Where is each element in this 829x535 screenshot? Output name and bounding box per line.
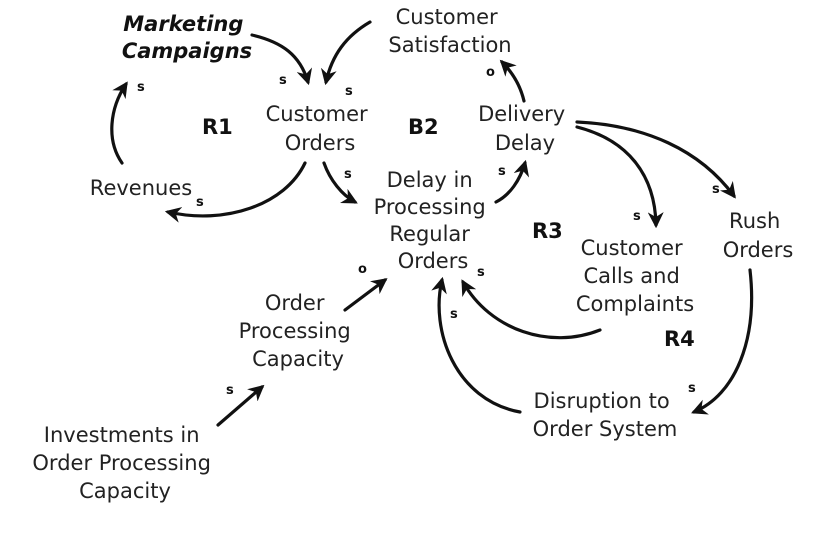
node-order-processing-capacity: Order Processing Capacity: [239, 291, 358, 371]
polarity-rush-to-disruption: s: [688, 381, 696, 396]
loop-label-r4: R4: [664, 327, 695, 351]
polarity-capacity-to-delay-processing: o: [358, 262, 367, 277]
link-satisfaction-to-orders: [320, 20, 372, 86]
polarity-delivery-delay-to-rush: s: [712, 182, 720, 197]
link-orders-to-delay-processing: [322, 161, 358, 204]
node-delay-processing-line-3: Regular: [389, 222, 470, 246]
node-delay-processing-regular-orders: Delay in Processing Regular Orders: [374, 168, 493, 273]
node-disruption-line-1: Disruption to: [534, 389, 670, 413]
polarity-marketing-to-orders: s: [279, 73, 287, 88]
polarity-delay-processing-to-delivery-delay: s: [498, 164, 506, 179]
link-delivery-delay-to-satisfaction: [499, 59, 526, 103]
polarity-calls-to-delay-processing: s: [477, 265, 485, 280]
link-delay-processing-to-delivery-delay: [494, 159, 530, 204]
node-rush-orders: Rush Orders: [723, 209, 794, 262]
node-customer-orders: Customer Orders: [266, 102, 375, 155]
node-customer-satisfaction-line-2: Satisfaction: [388, 33, 511, 57]
node-order-processing-capacity-line-1: Order: [265, 291, 325, 315]
polarity-investments-to-capacity: s: [226, 383, 234, 398]
node-marketing-campaigns: Marketing Campaigns: [122, 12, 252, 63]
loop-label-r3: R3: [532, 219, 563, 243]
node-investments-line-3: Capacity: [79, 479, 171, 503]
node-order-processing-capacity-line-2: Processing: [239, 319, 351, 343]
node-order-processing-capacity-line-3: Capacity: [252, 347, 344, 371]
node-customer-orders-line-1: Customer: [266, 102, 368, 126]
node-delay-processing-line-4: Orders: [398, 249, 469, 273]
link-orders-to-revenues: [164, 161, 307, 223]
node-marketing-campaigns-line-1: Marketing: [123, 12, 243, 36]
link-delivery-delay-to-rush: [575, 120, 736, 199]
node-marketing-campaigns-line-2: Campaigns: [122, 39, 252, 63]
polarity-delivery-delay-to-satisfaction: o: [486, 65, 495, 80]
link-revenues-to-marketing: [110, 81, 128, 165]
link-marketing-to-orders: [250, 33, 313, 86]
polarity-revenues-to-marketing: s: [137, 80, 145, 95]
node-customer-calls-complaints: Customer Calls and Complaints: [576, 236, 694, 316]
link-capacity-to-delay-processing: [343, 278, 388, 312]
node-investments-line-1: Investments in: [44, 423, 200, 447]
loop-label-b2: B2: [408, 115, 439, 139]
link-delivery-delay-to-calls: [575, 125, 664, 229]
node-customer-orders-line-2: Orders: [285, 131, 356, 155]
link-calls-to-delay-processing: [461, 279, 602, 340]
node-investments-line-2: Order Processing: [32, 451, 211, 475]
node-rush-orders-line-1: Rush: [729, 209, 780, 233]
node-investments-order-processing: Investments in Order Processing Capacity: [32, 423, 217, 503]
polarity-orders-to-revenues: s: [196, 195, 204, 210]
polarity-delivery-delay-to-calls: s: [633, 209, 641, 224]
link-rush-to-disruption: [691, 268, 754, 415]
node-disruption-line-2: Order System: [533, 417, 678, 441]
node-delivery-delay: Delivery Delay: [478, 102, 572, 155]
link-disruption-to-delay-processing: [431, 276, 522, 414]
node-customer-calls-line-1: Customer: [581, 236, 683, 260]
node-delivery-delay-line-1: Delivery: [478, 102, 565, 126]
node-delay-processing-line-2: Processing: [374, 195, 486, 219]
node-customer-calls-line-2: Calls and: [583, 264, 679, 288]
node-customer-satisfaction: Customer Satisfaction: [388, 5, 511, 57]
node-delivery-delay-line-2: Delay: [495, 131, 555, 155]
node-rush-orders-line-2: Orders: [723, 238, 794, 262]
node-customer-satisfaction-line-1: Customer: [396, 5, 498, 29]
node-revenues: Revenues: [90, 176, 192, 200]
node-delay-processing-line-1: Delay in: [387, 168, 473, 192]
node-customer-calls-line-3: Complaints: [576, 292, 694, 316]
node-disruption-order-system: Disruption to Order System: [533, 389, 678, 441]
loop-label-r1: R1: [202, 115, 233, 139]
link-investments-to-capacity: [216, 384, 265, 427]
polarity-disruption-to-delay-processing: s: [450, 307, 458, 322]
polarity-satisfaction-to-orders: s: [345, 84, 353, 99]
polarity-orders-to-delay-processing: s: [344, 167, 352, 182]
